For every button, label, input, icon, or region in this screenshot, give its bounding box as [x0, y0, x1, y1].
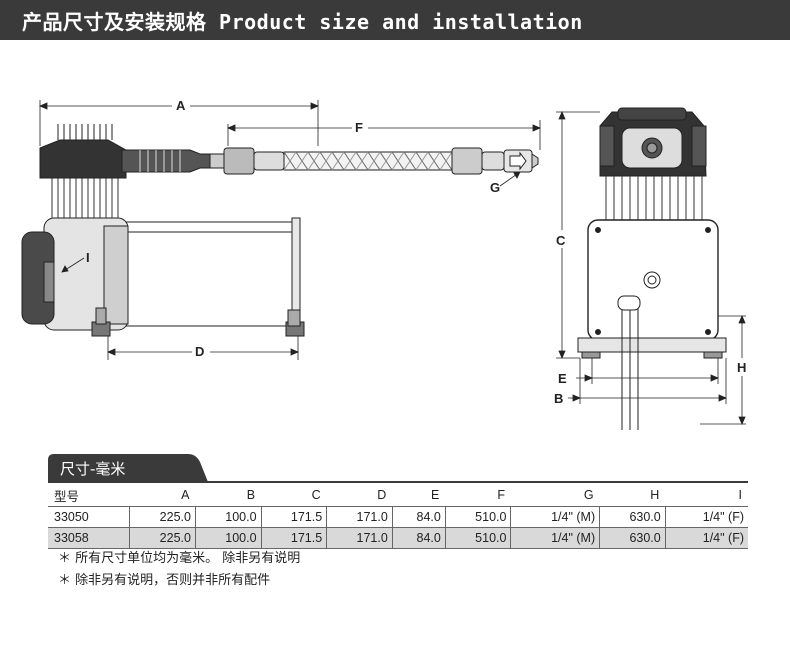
- front-dimension-lines: [556, 110, 746, 426]
- table-cell: 171.5: [260, 527, 327, 549]
- technical-drawing: A F D G I: [21, 98, 746, 430]
- table-cell: 225.0: [129, 506, 196, 528]
- table-cell: 510.0: [444, 506, 511, 528]
- table-row: 33058 225.0 100.0 171.5 171.0 84.0 510.0…: [48, 527, 748, 549]
- table-cell: 100.0: [194, 506, 262, 528]
- dim-label-e: E: [558, 371, 567, 386]
- spec-table: 型号 A B C D E F G H I 33050 225.0 100.0 1…: [48, 484, 748, 549]
- side-dimension-lines: [38, 100, 542, 360]
- header-c: C: [261, 484, 327, 507]
- table-tab-rule: [48, 481, 748, 483]
- dim-label-f: F: [355, 120, 363, 135]
- table-cell: 1/4" (F): [664, 527, 748, 549]
- header-e: E: [392, 484, 446, 507]
- note-units: ＊ 所有尺寸单位均为毫米。 除非另有说明: [58, 551, 301, 566]
- header-h: H: [599, 484, 666, 507]
- header-bar: 产品尺寸及安装规格 Product size and installation: [0, 0, 790, 40]
- table-header-row: 型号 A B C D E F G H I: [48, 484, 748, 507]
- table-cell: 100.0: [194, 527, 262, 549]
- front-view-compressor: [577, 107, 727, 430]
- table-cell: 33058: [48, 527, 130, 549]
- table-cell: 225.0: [129, 527, 196, 549]
- table-cell: 171.5: [260, 506, 327, 528]
- page-title: 产品尺寸及安装规格 Product size and installation: [22, 10, 583, 34]
- header-model: 型号: [48, 484, 130, 507]
- notes: ＊ 所有尺寸单位均为毫米。 除非另有说明 ＊ 除非另有说明，否则并非所有配件: [58, 548, 300, 592]
- header-b: B: [195, 484, 262, 507]
- header-f: F: [445, 484, 511, 507]
- table-cell: 630.0: [599, 506, 666, 528]
- table-cell: 1/4" (M): [510, 506, 600, 528]
- dim-label-i: I: [86, 250, 90, 265]
- dim-label-b: B: [554, 391, 563, 406]
- table-cell: 84.0: [391, 527, 446, 549]
- header-i: I: [665, 484, 748, 507]
- dim-label-d: D: [195, 344, 204, 359]
- table-row: 33050 225.0 100.0 171.5 171.0 84.0 510.0…: [48, 506, 748, 528]
- table-cell: 33050: [48, 506, 130, 528]
- dim-label-c: C: [556, 233, 566, 248]
- table-cell: 1/4" (F): [664, 506, 748, 528]
- table-cell: 630.0: [599, 527, 666, 549]
- note-accessories: ＊ 除非另有说明，否则并非所有配件: [58, 573, 271, 588]
- header-a: A: [129, 484, 196, 507]
- dim-label-g: G: [490, 180, 500, 195]
- side-view-compressor: [21, 124, 305, 337]
- header-d: D: [326, 484, 393, 507]
- dim-label-a: A: [176, 98, 186, 113]
- table-tab-title: 尺寸-毫米: [60, 460, 126, 478]
- table-cell: 1/4" (M): [510, 527, 600, 549]
- header-g: G: [510, 484, 600, 507]
- table-cell: 510.0: [444, 527, 511, 549]
- table-cell: 171.0: [326, 527, 393, 549]
- dim-label-h: H: [737, 360, 746, 375]
- table-tab: 尺寸-毫米: [48, 454, 208, 482]
- table-cell: 171.0: [326, 506, 393, 528]
- braided-hose: [209, 147, 539, 175]
- table-cell: 84.0: [391, 506, 446, 528]
